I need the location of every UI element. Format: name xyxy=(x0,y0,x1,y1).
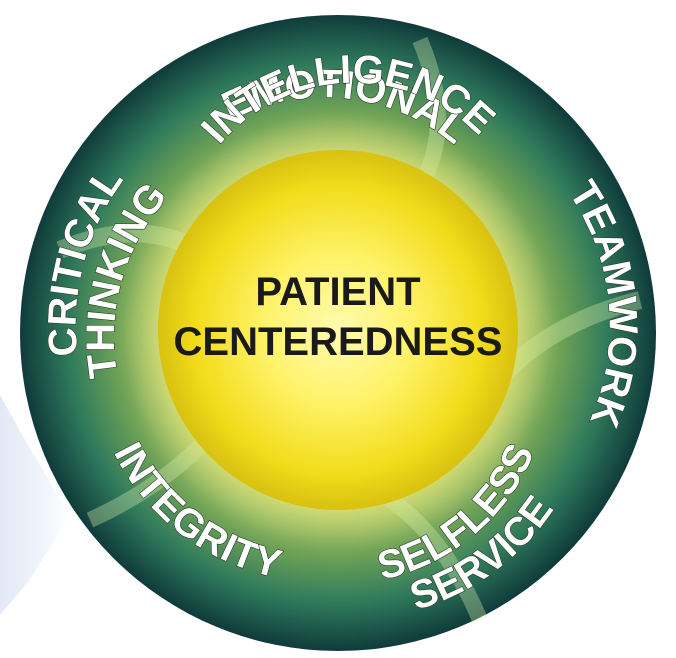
center-title-line2: CENTEREDNESS xyxy=(174,320,503,364)
center-sun xyxy=(158,150,518,510)
center-title-line1: PATIENT xyxy=(255,270,420,314)
